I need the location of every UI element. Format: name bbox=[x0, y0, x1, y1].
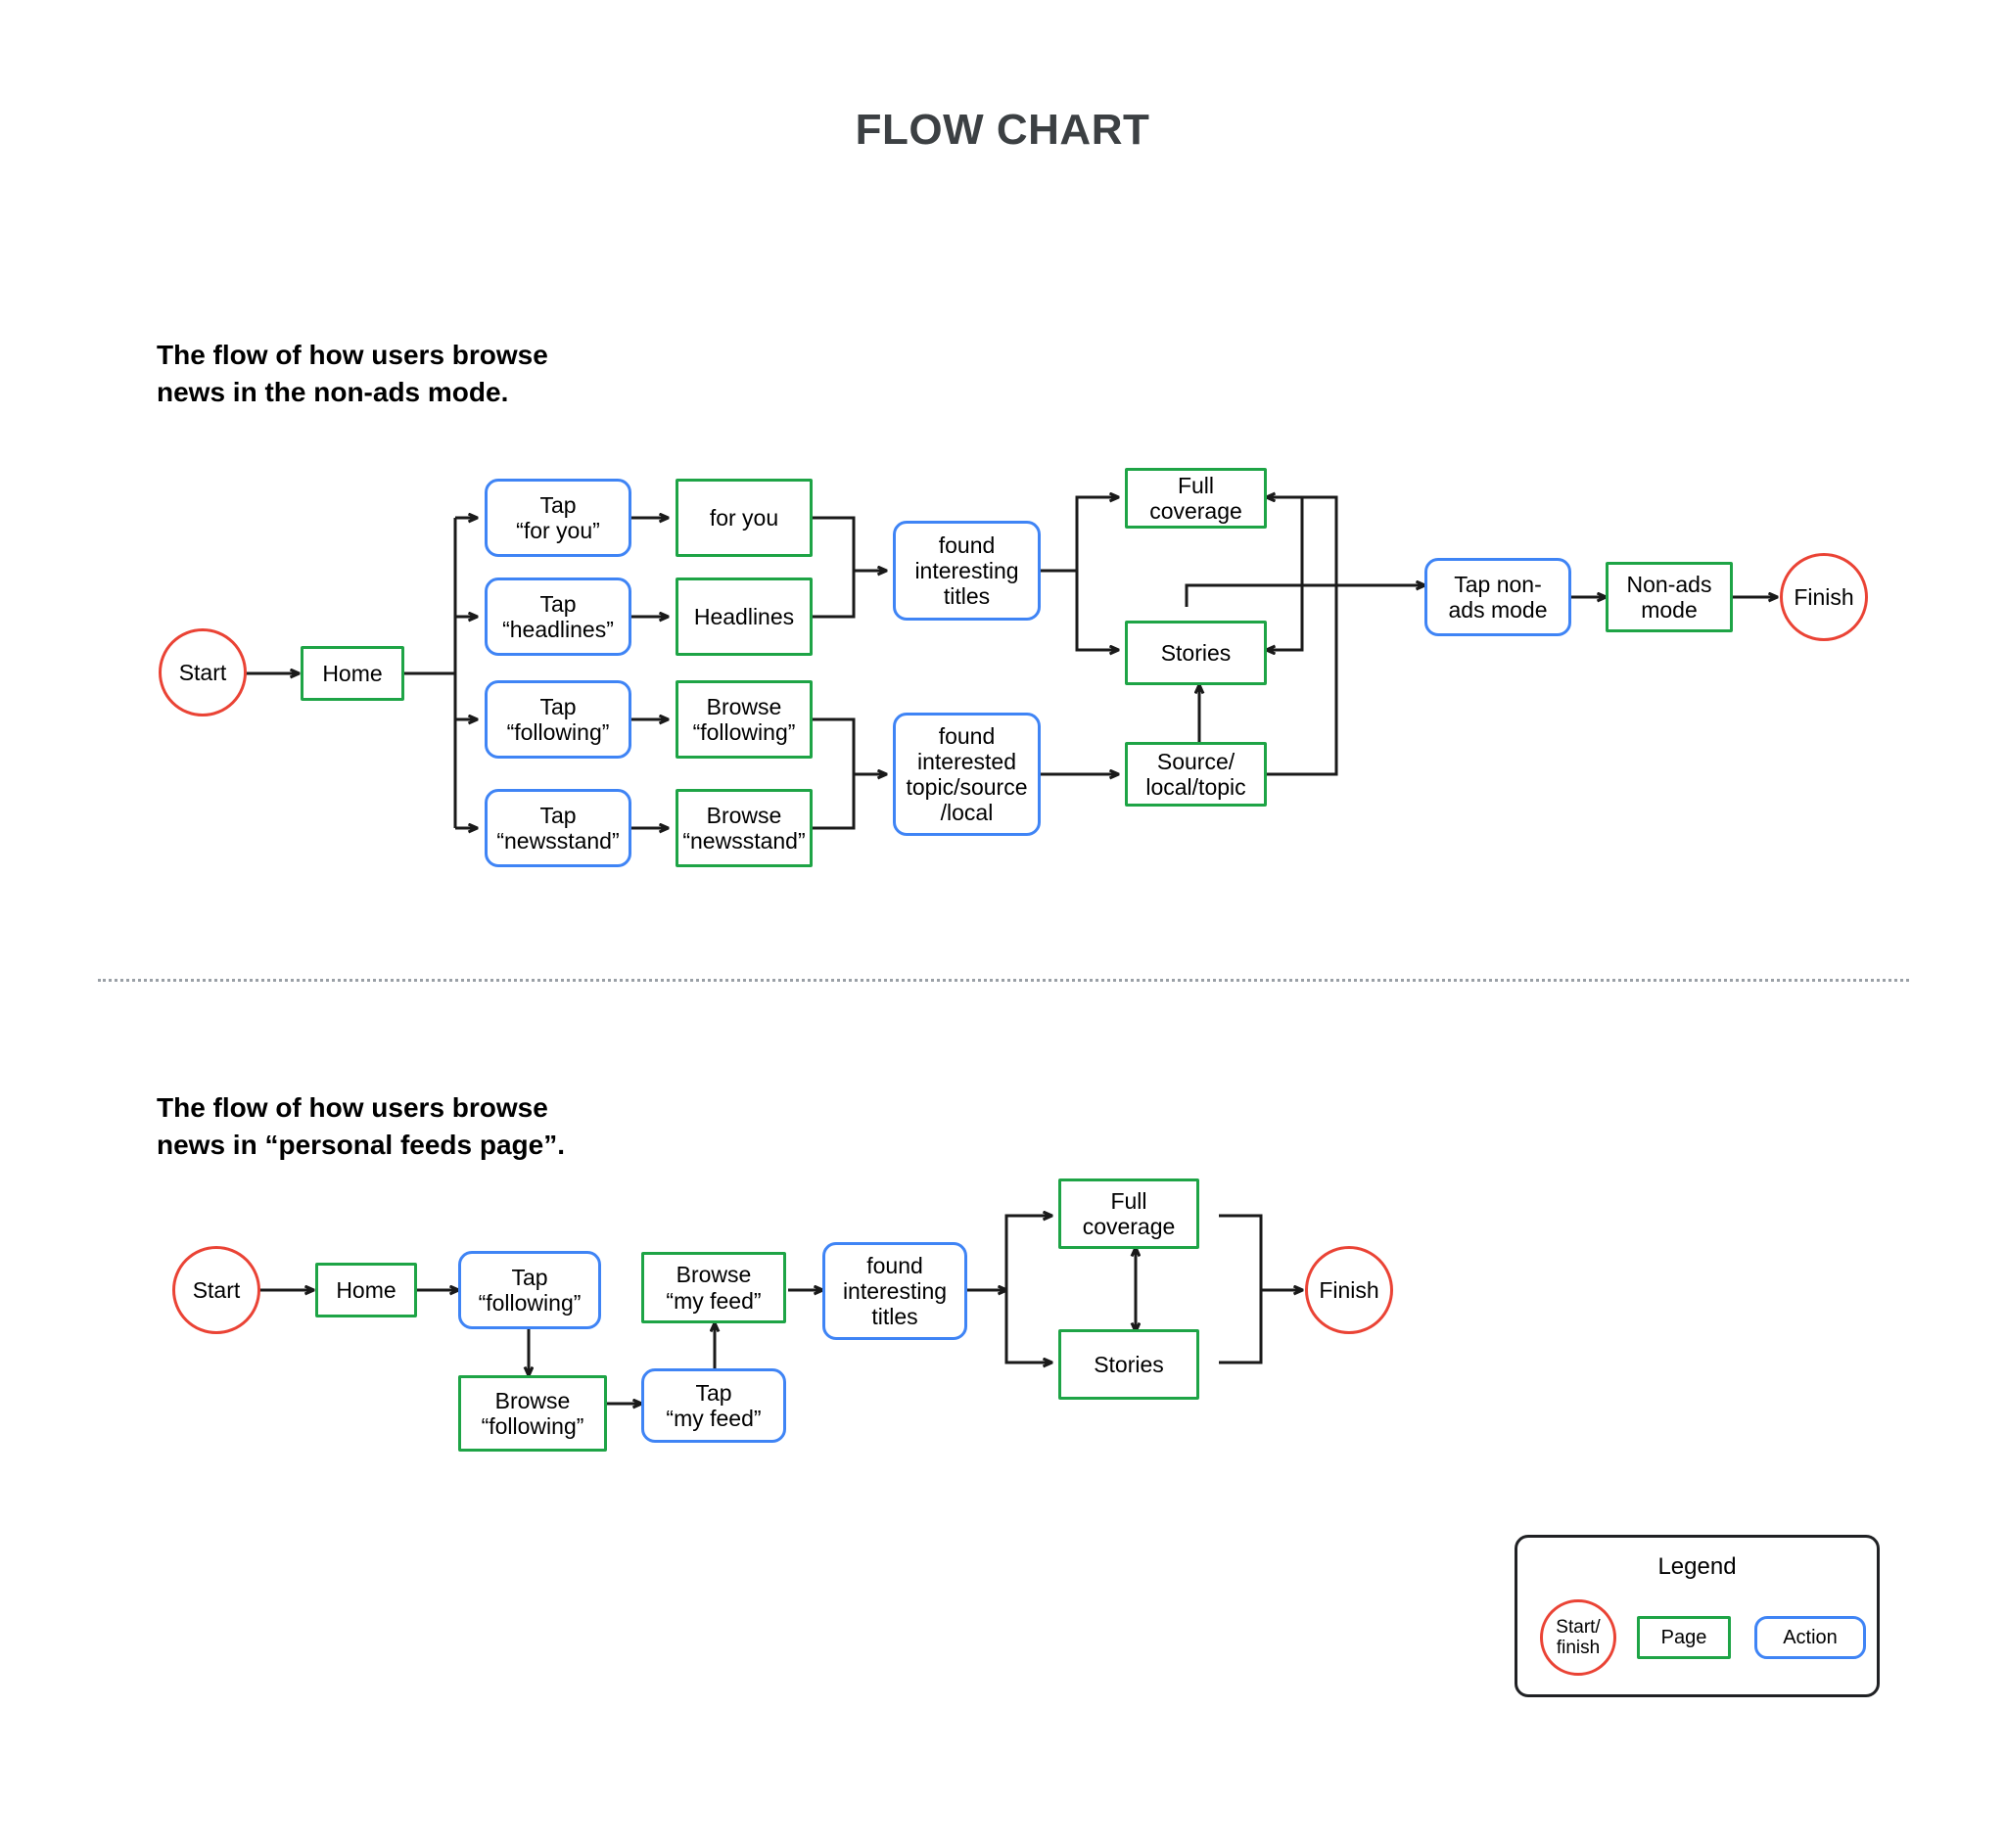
edge2-split-full-coverage bbox=[1004, 1216, 1051, 1290]
node-tap-non-ads-mode[interactable]: Tap non- ads mode bbox=[1424, 558, 1571, 636]
node-browse-following-1[interactable]: Browse “following” bbox=[676, 680, 813, 759]
edge-found-titles-stories bbox=[1075, 571, 1118, 650]
node-full-coverage-2[interactable]: Full coverage bbox=[1058, 1178, 1199, 1249]
edge-for-you-merge bbox=[813, 516, 856, 571]
node-stories-1[interactable]: Stories bbox=[1125, 621, 1267, 685]
node-home-2[interactable]: Home bbox=[315, 1263, 417, 1317]
node-tap-headlines[interactable]: Tap “headlines” bbox=[485, 578, 631, 656]
edge2-stories-merge bbox=[1219, 1290, 1263, 1364]
edge-browse-following-merge bbox=[813, 717, 856, 774]
node-browse-following-2[interactable]: Browse “following” bbox=[458, 1375, 607, 1452]
node-found-interested-topic[interactable]: found interested topic/source /local bbox=[893, 713, 1041, 836]
edge-found-titles-full-coverage bbox=[1075, 497, 1118, 571]
node-tap-following-2[interactable]: Tap “following” bbox=[458, 1251, 601, 1329]
node-stories-2[interactable]: Stories bbox=[1058, 1329, 1199, 1400]
legend-item-page: Page bbox=[1637, 1616, 1731, 1659]
node-tap-my-feed[interactable]: Tap “my feed” bbox=[641, 1368, 786, 1443]
node-page-headlines[interactable]: Headlines bbox=[676, 578, 813, 656]
node-browse-newsstand[interactable]: Browse “newsstand” bbox=[676, 789, 813, 867]
edge-full-coverage-stories bbox=[1267, 497, 1304, 650]
edge-source-full-coverage bbox=[1260, 497, 1338, 776]
legend-title: Legend bbox=[1657, 1553, 1737, 1580]
node-page-for-you[interactable]: for you bbox=[676, 479, 813, 557]
node-found-interesting-titles-2[interactable]: found interesting titles bbox=[822, 1242, 967, 1340]
edge-stories-tap-non-ads bbox=[1185, 585, 1424, 607]
node-tap-for-you[interactable]: Tap “for you” bbox=[485, 479, 631, 557]
edge-headlines-merge bbox=[813, 571, 856, 619]
node-tap-following-1[interactable]: Tap “following” bbox=[485, 680, 631, 759]
section-caption-personal-feeds: The flow of how users browse news in “pe… bbox=[157, 1092, 566, 1160]
node-full-coverage-1[interactable]: Full coverage bbox=[1125, 468, 1267, 529]
section-caption-non-ads: The flow of how users browse news in the… bbox=[157, 340, 548, 407]
section-divider bbox=[98, 979, 1909, 982]
legend: Legend Start/ finish Page Action bbox=[1515, 1535, 1880, 1697]
legend-item-terminal: Start/ finish bbox=[1540, 1599, 1616, 1676]
node-finish-2[interactable]: Finish bbox=[1305, 1246, 1393, 1334]
node-tap-newsstand[interactable]: Tap “newsstand” bbox=[485, 789, 631, 867]
node-found-interesting-titles-1[interactable]: found interesting titles bbox=[893, 521, 1041, 621]
edge2-split-stories bbox=[1004, 1290, 1051, 1363]
legend-item-action: Action bbox=[1754, 1616, 1866, 1659]
node-non-ads-mode[interactable]: Non-ads mode bbox=[1606, 562, 1733, 632]
node-home-1[interactable]: Home bbox=[301, 646, 404, 701]
node-browse-my-feed[interactable]: Browse “my feed” bbox=[641, 1252, 786, 1323]
node-source-local-topic[interactable]: Source/ local/topic bbox=[1125, 742, 1267, 807]
node-finish-1[interactable]: Finish bbox=[1780, 553, 1868, 641]
edge-browse-newsstand-merge bbox=[813, 774, 856, 830]
edge2-full-coverage-merge bbox=[1219, 1214, 1263, 1290]
node-start-1[interactable]: Start bbox=[159, 628, 247, 716]
page-title: FLOW CHART bbox=[855, 106, 1150, 154]
node-start-2[interactable]: Start bbox=[172, 1246, 260, 1334]
